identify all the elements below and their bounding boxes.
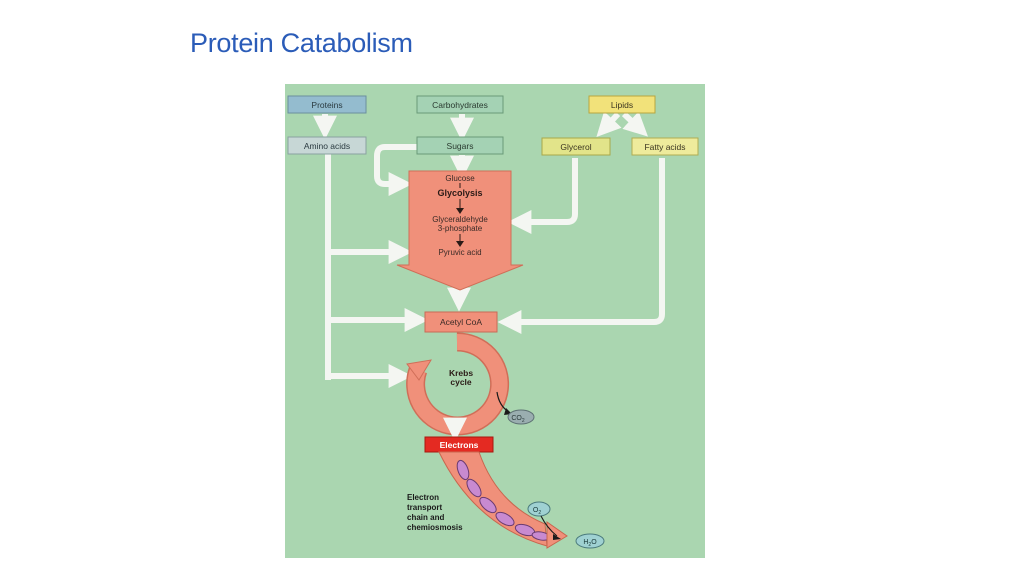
slide-title: Protein Catabolism xyxy=(190,28,413,58)
water-output: H2O xyxy=(575,533,605,549)
glycerol-label: Glycerol xyxy=(560,142,591,152)
etc-label-line3: chain and xyxy=(407,513,444,522)
amino-acids-box: Amino acids xyxy=(287,136,367,155)
sugars-box: Sugars xyxy=(416,136,504,155)
krebs-cycle: Krebs cycle xyxy=(406,332,510,436)
carbohydrates-label: Carbohydrates xyxy=(432,100,488,110)
krebs-label-line2: cycle xyxy=(450,377,472,387)
amino-acids-label: Amino acids xyxy=(304,141,350,151)
glycerol-box: Glycerol xyxy=(541,137,611,156)
h2o-label-o: O xyxy=(591,539,597,546)
carbohydrates-box: Carbohydrates xyxy=(416,95,504,114)
g3p-label-line2: 3-phosphate xyxy=(438,224,483,233)
etc-label: Electron transport chain and chemiosmosi… xyxy=(407,493,463,532)
etc-label-line1: Electron xyxy=(407,493,439,502)
sugars-label: Sugars xyxy=(447,141,474,151)
svg-text:H2O: H2O xyxy=(583,539,597,548)
glycolysis-arrow: Glucose Glycolysis Glyceraldehyde 3-phos… xyxy=(396,170,524,291)
svg-text:CO2: CO2 xyxy=(511,415,525,424)
co2-label: CO xyxy=(511,415,522,422)
lipids-box: Lipids xyxy=(588,95,656,114)
metabolism-diagram-svg: Proteins Carbohydrates Lipids Amino acid… xyxy=(285,84,705,558)
o2-label: O xyxy=(533,507,539,514)
krebs-label-line1: Krebs xyxy=(449,368,473,378)
metabolism-diagram: Proteins Carbohydrates Lipids Amino acid… xyxy=(285,84,705,558)
electron-transport-chain xyxy=(438,451,568,549)
etc-label-line2: transport xyxy=(407,503,442,512)
lipids-label: Lipids xyxy=(611,100,633,110)
h2o-label-h: H xyxy=(583,539,588,546)
glycolysis-label: Glycolysis xyxy=(437,188,482,198)
proteins-label: Proteins xyxy=(311,100,342,110)
g3p-label-line1: Glyceraldehyde xyxy=(432,215,488,224)
h2o-subscript: 2 xyxy=(588,542,591,548)
pyruvic-acid-label: Pyruvic acid xyxy=(438,248,481,257)
glucose-label: Glucose xyxy=(445,174,475,183)
fatty-acids-label: Fatty acids xyxy=(644,142,685,152)
etc-label-line4: chemiosmosis xyxy=(407,523,463,532)
oxygen-input: O2 xyxy=(527,501,561,540)
acetyl-coa-box: Acetyl CoA xyxy=(424,311,498,333)
svg-text:O2: O2 xyxy=(533,507,541,516)
co2-subscript: 2 xyxy=(522,418,525,424)
acetyl-coa-label: Acetyl CoA xyxy=(440,317,482,327)
co2-release: CO2 xyxy=(496,391,535,425)
electrons-label: Electrons xyxy=(440,440,479,450)
electrons-box: Electrons xyxy=(424,436,494,453)
o2-subscript: 2 xyxy=(538,510,541,516)
proteins-box: Proteins xyxy=(287,95,367,114)
fatty-acids-box: Fatty acids xyxy=(631,137,699,156)
pathway-arrows xyxy=(313,111,665,388)
